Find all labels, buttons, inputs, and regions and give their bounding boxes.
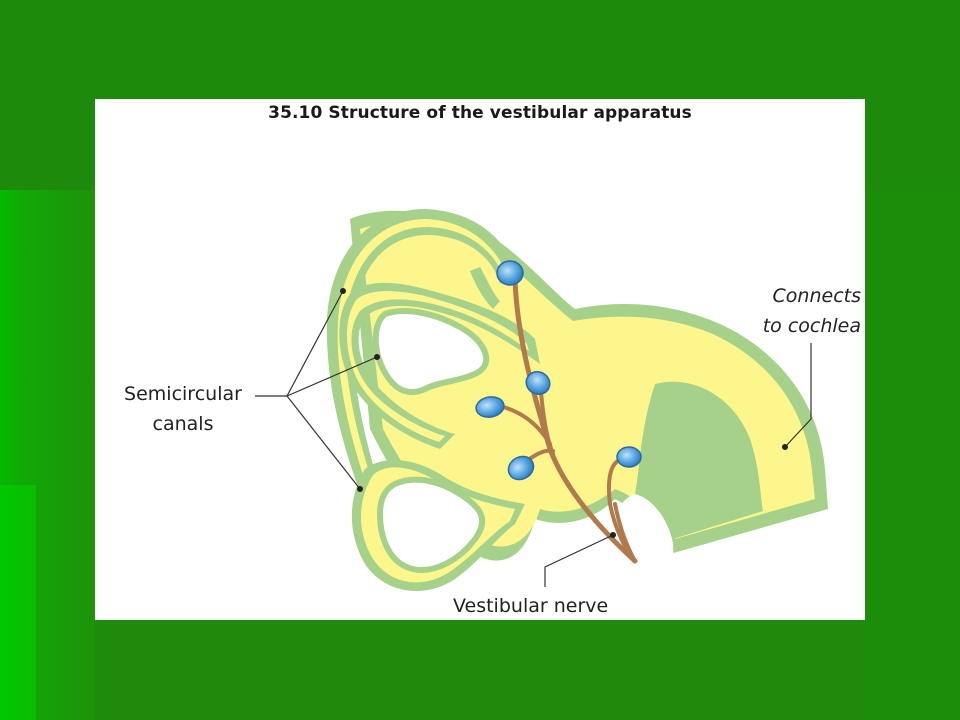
label-semicircular-canals: Semicircular canals	[109, 379, 257, 439]
background-left-accent	[0, 485, 36, 720]
cochlea-dot	[782, 444, 788, 450]
figure-title: 35.10 Structure of the vestibular appara…	[268, 103, 692, 123]
semicircular-dot-2	[374, 354, 380, 360]
ampulla-posterior	[507, 455, 535, 481]
semicircular-leaders	[255, 290, 378, 490]
vestibular-diagram	[255, 209, 828, 620]
cochlea-leader	[784, 343, 812, 448]
posterior-canal-fluid	[346, 291, 529, 442]
ampulla-lateral	[475, 396, 505, 418]
label-connects-to-cochlea: Connects to cochlea	[751, 281, 861, 341]
ampulla-middle	[525, 370, 551, 396]
label-vestibular-nerve: Vestibular nerve	[453, 595, 609, 617]
background-right	[865, 190, 960, 720]
background-bottom	[95, 620, 865, 720]
semicircular-dot-1	[340, 288, 346, 294]
ampulla-superior	[496, 260, 524, 286]
posterior-canal-hole	[372, 308, 490, 396]
saccule-region	[635, 381, 763, 539]
label-cochlea-line2: to cochlea	[762, 315, 861, 337]
figure-panel: 35.10 Structure of the vestibular appara…	[95, 99, 865, 620]
label-cochlea-line1: Connects	[772, 285, 861, 307]
nerve-leader	[544, 534, 614, 587]
macula-saccule	[616, 446, 642, 468]
label-semicircular-line1: Semicircular	[124, 383, 242, 405]
cochlea-cut	[610, 494, 677, 620]
label-semicircular-line2: canals	[152, 413, 214, 435]
superior-canal-gap	[470, 267, 500, 309]
lateral-canal-hole	[376, 476, 486, 573]
semicircular-dot-3	[357, 486, 363, 492]
nerve-dot	[610, 532, 616, 538]
